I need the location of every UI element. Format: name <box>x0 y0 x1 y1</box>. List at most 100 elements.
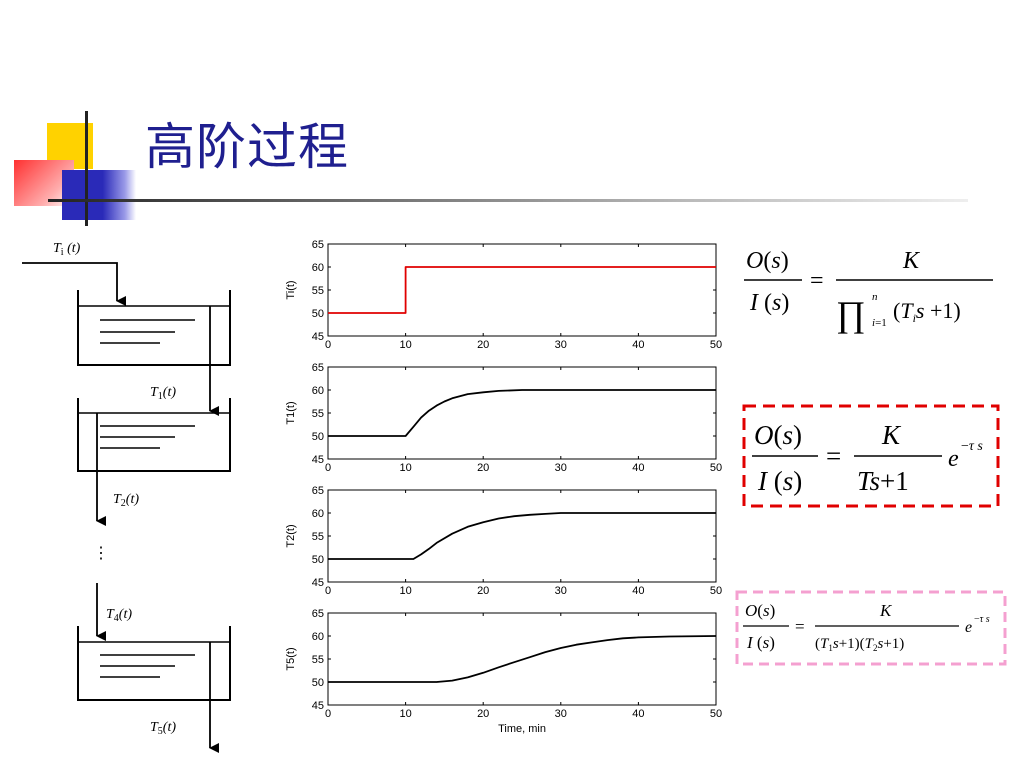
eq1-rhs-num: K <box>902 248 921 274</box>
eq1-lhs-den: I (s) <box>749 290 789 316</box>
plot-frame <box>327 489 717 583</box>
y-tick-label: 60 <box>312 508 324 520</box>
y-tick-label: 50 <box>312 554 324 566</box>
y-tick-label: 60 <box>312 631 324 643</box>
svg-text:∏: ∏ <box>836 294 866 334</box>
svg-text:=: = <box>826 441 841 471</box>
x-tick-label: 50 <box>710 462 722 474</box>
x-tick-label: 10 <box>399 585 411 597</box>
y-tick-label: 45 <box>312 700 324 712</box>
x-tick-label: 20 <box>477 585 489 597</box>
y-axis-label: T2(t) <box>285 524 297 547</box>
deco-vertical-line <box>85 111 88 226</box>
y-tick-label: 50 <box>312 677 324 689</box>
x-tick-label: 10 <box>399 462 411 474</box>
eq2-lhs-num: O(s) <box>754 420 802 450</box>
tank-5 <box>77 626 231 701</box>
plot-frame <box>327 243 717 337</box>
x-tick-label: 30 <box>555 339 567 351</box>
x-tick-label: 30 <box>555 585 567 597</box>
series-line <box>328 266 716 314</box>
x-tick-label: 0 <box>325 339 331 351</box>
x-tick-label: 40 <box>632 708 644 720</box>
eq2-rhs-den: Ts+1 <box>857 466 909 496</box>
eq3-lhs-den: I (s) <box>746 633 775 652</box>
x-tick-label: 30 <box>555 462 567 474</box>
tank-label-t4: T4(t) <box>106 607 132 624</box>
x-tick-label: 40 <box>632 339 644 351</box>
eq1-lhs-num: O(s) <box>746 248 789 274</box>
eq3-rhs-num: K <box>879 601 893 620</box>
y-tick-label: 45 <box>312 577 324 589</box>
series-line <box>328 512 716 560</box>
svg-text:−τ s: −τ s <box>961 439 983 454</box>
x-tick-label: 50 <box>710 585 722 597</box>
tank-1 <box>77 290 231 366</box>
y-tick-label: 45 <box>312 331 324 343</box>
eq3-lhs-num: O(s) <box>745 601 775 620</box>
x-tick-label: 40 <box>632 585 644 597</box>
eq3-rhs-den: (T1s+1)(T2s+1) <box>815 636 904 653</box>
x-tick-label: 50 <box>710 708 722 720</box>
page-title: 高阶过程 <box>145 118 349 176</box>
eq3-delay-factor: e <box>965 619 972 636</box>
svg-text:−τ s: −τ s <box>974 614 990 625</box>
eq2-rhs-num: K <box>881 420 902 450</box>
y-tick-label: 55 <box>312 285 324 297</box>
eq1-rhs-den: (Tis +1) <box>893 298 961 325</box>
y-axis-label: T1(t) <box>285 401 297 424</box>
x-tick-label: 10 <box>399 708 411 720</box>
transfer-function-sopdt: O(s) I (s) = K (T1s+1)(T2s+1) e −τ s <box>735 590 1007 666</box>
y-tick-label: 60 <box>312 262 324 274</box>
x-tick-label: 10 <box>399 339 411 351</box>
deco-blue-square <box>62 170 136 220</box>
svg-text:i=1: i=1 <box>872 317 887 329</box>
tank-label-t2: T2(t) <box>113 492 139 509</box>
tank-label-t5: T5(t) <box>150 720 176 737</box>
y-axis-label: Ti(t) <box>285 280 297 299</box>
y-axis-label: T5(t) <box>285 647 297 670</box>
y-tick-label: 65 <box>312 239 324 251</box>
tank-cascade-diagram: Ti (t) T1(t) T2(t) ⋮ T4(t) T5(t) <box>22 241 231 753</box>
y-tick-label: 45 <box>312 454 324 466</box>
series-line <box>328 389 716 437</box>
x-tick-label: 40 <box>632 462 644 474</box>
y-tick-label: 60 <box>312 385 324 397</box>
x-axis-label: Time, min <box>498 723 546 735</box>
inlet-pipe <box>22 262 126 306</box>
y-tick-label: 55 <box>312 654 324 666</box>
y-tick-label: 50 <box>312 431 324 443</box>
x-tick-label: 0 <box>325 708 331 720</box>
eq2-lhs-den: I (s) <box>757 466 802 496</box>
tank-label-t1: T1(t) <box>150 385 176 402</box>
tank-2 <box>77 398 231 472</box>
x-tick-label: 20 <box>477 339 489 351</box>
svg-text:n: n <box>872 291 878 303</box>
y-tick-label: 65 <box>312 362 324 374</box>
series-line <box>328 635 717 683</box>
x-tick-label: 0 <box>325 585 331 597</box>
y-tick-label: 55 <box>312 408 324 420</box>
x-tick-label: 30 <box>555 708 567 720</box>
x-tick-label: 50 <box>710 339 722 351</box>
x-tick-label: 20 <box>477 462 489 474</box>
transfer-function-high-order: O(s) I (s) = K ∏ n i=1 (Tis +1) <box>744 248 993 334</box>
deco-horizontal-line <box>48 199 968 202</box>
x-tick-label: 0 <box>325 462 331 474</box>
fopdt-highlight-box <box>742 404 1000 508</box>
plot-frame <box>327 366 717 460</box>
x-tick-label: 20 <box>477 708 489 720</box>
y-tick-label: 50 <box>312 308 324 320</box>
tank-ellipsis: ⋮ <box>93 545 109 562</box>
y-tick-label: 65 <box>312 608 324 620</box>
svg-text:=: = <box>795 617 805 636</box>
sopdt-highlight-box <box>735 590 1007 666</box>
y-tick-label: 65 <box>312 485 324 497</box>
svg-text:=: = <box>810 268 824 294</box>
y-tick-label: 55 <box>312 531 324 543</box>
